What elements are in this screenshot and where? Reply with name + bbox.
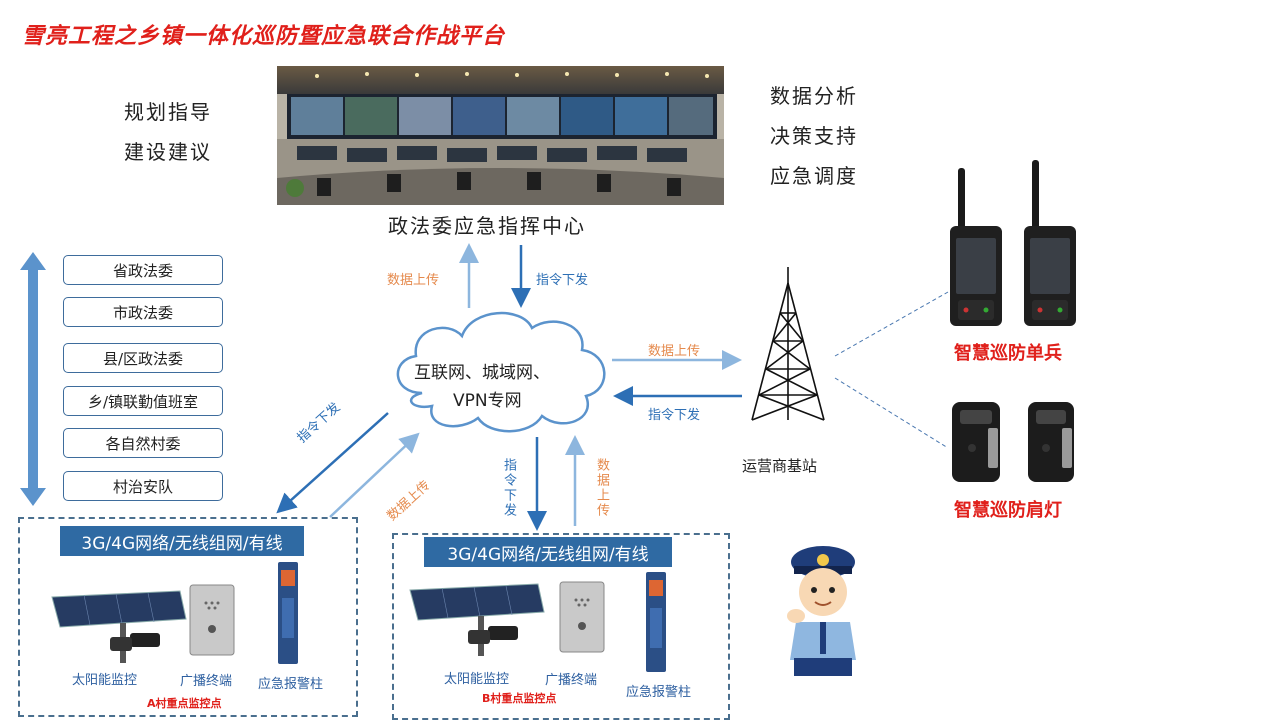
arrow-a-up	[329, 432, 420, 518]
village-a-panel	[18, 517, 358, 717]
village-b-point-label: B村重点监控点	[482, 692, 557, 705]
arrow-a-down	[276, 412, 389, 514]
level-village: 各自然村委	[63, 428, 223, 458]
village-b-network-band: 3G/4G网络/无线组网/有线	[424, 537, 672, 567]
radio-handset-icon	[950, 160, 1076, 326]
village-a-network-band: 3G/4G网络/无线组网/有线	[60, 526, 304, 556]
network-cloud-icon	[396, 311, 606, 433]
level-province: 省政法委	[63, 255, 223, 285]
device-radio-label: 智慧巡防单兵	[954, 343, 1062, 364]
level-county: 县/区政法委	[63, 343, 223, 373]
village-a-solar-label: 太阳能监控	[72, 673, 138, 688]
flow-b-down-label: 指令下发	[501, 458, 516, 518]
police-officer-icon	[787, 546, 856, 676]
note-construction: 建设建议	[124, 140, 212, 164]
base-station-label: 运营商基站	[742, 457, 818, 475]
device-lamp-label: 智慧巡防肩灯	[954, 500, 1062, 521]
village-b-broadcast-label: 广播终端	[545, 673, 598, 688]
village-a-broadcast-label: 广播终端	[180, 674, 233, 689]
page-title: 雪亮工程之乡镇一体化巡防暨应急联合作战平台	[22, 24, 506, 49]
left-notes: 规划指导 建设建议	[124, 92, 212, 172]
link-bs-radio	[834, 291, 949, 357]
level-city: 市政法委	[63, 297, 223, 327]
command-center-label: 政法委应急指挥中心	[388, 214, 586, 238]
village-a-alarm-label: 应急报警柱	[258, 677, 324, 692]
broadcast-terminal-icon	[189, 584, 235, 656]
command-center-photo	[277, 66, 724, 205]
flow-b-up-label: 数据上传	[594, 458, 609, 518]
flow-bs-down-label: 指令下发	[648, 408, 701, 423]
hierarchy-double-arrow	[20, 252, 46, 506]
note-planning: 规划指导	[124, 100, 212, 124]
level-security-team: 村治安队	[63, 471, 223, 501]
flow-center-up-label: 数据上传	[387, 273, 440, 288]
solar-camera-icon	[51, 590, 187, 663]
note-analysis: 数据分析	[770, 84, 858, 108]
cloud-text-line2: VPN专网	[453, 391, 522, 411]
village-a-point-label: A村重点监控点	[147, 697, 222, 710]
emergency-alarm-pillar-icon	[278, 562, 298, 664]
flow-center-down-label: 指令下发	[536, 273, 589, 288]
village-b-solar-label: 太阳能监控	[444, 672, 510, 687]
link-bs-shoulder-lamp	[834, 377, 949, 449]
broadcast-terminal-icon-b	[559, 581, 605, 653]
note-decision: 决策支持	[770, 124, 858, 148]
solar-camera-icon-b	[409, 583, 545, 656]
right-notes: 数据分析 决策支持 应急调度	[770, 76, 858, 196]
cloud-text-line1: 互联网、城域网、	[414, 363, 550, 383]
shoulder-lamp-icon	[952, 402, 1074, 482]
note-dispatch: 应急调度	[770, 164, 858, 188]
flow-bs-up-label: 数据上传	[648, 344, 701, 359]
level-town: 乡/镇联勤值班室	[63, 386, 223, 416]
village-b-panel	[392, 533, 730, 720]
base-station-tower-icon	[751, 267, 825, 421]
emergency-alarm-pillar-icon-b	[646, 572, 666, 672]
village-b-alarm-label: 应急报警柱	[626, 685, 692, 700]
